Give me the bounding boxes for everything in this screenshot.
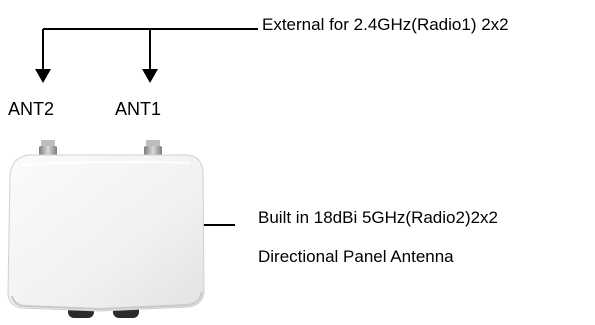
ant2-label: ANT2 — [8, 99, 55, 119]
builtin-antenna-label-line2: Directional Panel Antenna — [258, 247, 454, 266]
builtin-antenna-label-line1: Built in 18dBi 5GHz(Radio2)2x2 — [258, 208, 499, 227]
ant2-connector — [39, 140, 57, 156]
ant1-arrow-head-icon — [142, 69, 158, 83]
external-antenna-label: External for 2.4GHz(Radio1) 2x2 — [262, 15, 509, 34]
access-point-enclosure-icon — [7, 140, 205, 318]
ant1-connector — [144, 140, 162, 156]
ant2-arrow-head-icon — [35, 69, 51, 83]
ant1-label: ANT1 — [115, 99, 162, 119]
external-antenna-bracket — [42, 28, 258, 70]
